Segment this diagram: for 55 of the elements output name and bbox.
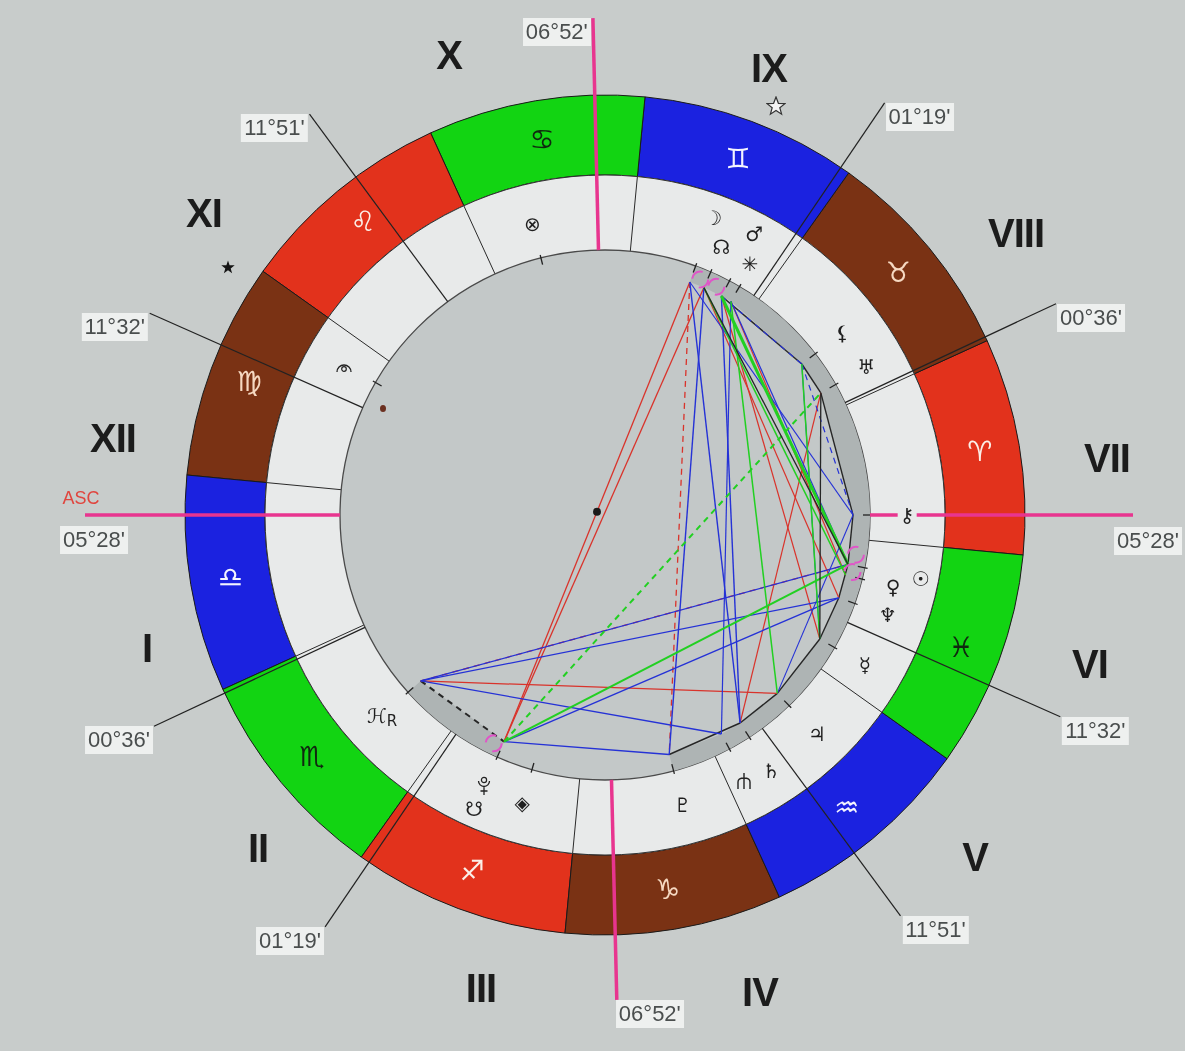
planet-glyph: ♆	[878, 605, 897, 626]
house-numeral: XI	[186, 193, 222, 233]
zodiac-sign-glyph: ♏	[299, 742, 325, 771]
house-numeral: III	[465, 968, 497, 1008]
axis-label: ASC	[62, 489, 100, 507]
house-numeral: V	[962, 837, 988, 877]
house-numeral: VIII	[988, 213, 1044, 253]
degree-label: 11°51'	[902, 915, 969, 944]
degree-label: 00°36'	[85, 726, 153, 755]
planet-glyph: ☋	[465, 799, 483, 820]
degree-label: 01°19'	[885, 102, 954, 131]
planet-glyph: ⊗	[524, 213, 541, 234]
planet-glyph: ☉	[911, 569, 930, 590]
planet-glyph: ♃	[807, 724, 826, 745]
planet-glyph: ☿	[858, 655, 871, 675]
zodiac-sign-glyph: ♑	[655, 875, 681, 904]
planet-glyph: ⚷	[897, 505, 917, 525]
house-numeral: VII	[1084, 438, 1130, 478]
degree-label: 06°52'	[522, 18, 591, 47]
zodiac-sign-glyph: ♓	[948, 633, 974, 662]
planet-glyph: ℋ$_{R}$	[366, 705, 398, 726]
degree-label: 11°32'	[1062, 716, 1129, 745]
planet-glyph: ✳	[741, 253, 759, 274]
degree-label: 05°28'	[1114, 527, 1182, 555]
zodiac-sign-glyph: ♉	[885, 259, 911, 288]
house-numeral: II	[247, 828, 269, 868]
planet-glyph: ♇	[673, 794, 692, 815]
zodiac-sign-glyph: ♎	[217, 563, 243, 592]
zodiac-sign-glyph: ♒	[834, 794, 860, 823]
planet-glyph: ☊	[712, 237, 731, 258]
house-numeral: VI	[1072, 644, 1108, 684]
zodiac-sign-glyph: ♋	[529, 126, 555, 155]
planet-glyph: ♀	[885, 576, 901, 597]
planet-glyph: ♂	[745, 224, 764, 245]
planet-glyph: ⚸	[834, 322, 850, 343]
degree-label: 05°28'	[60, 526, 128, 554]
planet-glyph: ☽	[704, 208, 723, 229]
house-numeral: X	[436, 35, 462, 75]
planet-glyph: ♄	[762, 760, 781, 781]
degree-label: 11°51'	[241, 114, 308, 143]
house-numeral: XII	[90, 418, 136, 458]
zodiac-sign-glyph: ♌	[350, 207, 376, 236]
degree-label: 00°36'	[1057, 303, 1125, 332]
degree-label: 06°52'	[615, 999, 684, 1028]
degree-label: 01°19'	[256, 926, 325, 955]
house-numeral: I	[141, 628, 153, 668]
zodiac-sign-glyph: ♐	[459, 857, 485, 885]
zodiac-sign-glyph: ♊	[725, 145, 751, 173]
house-numeral: IV	[742, 972, 778, 1012]
house-numeral: IX	[751, 48, 787, 88]
planet-glyph: ◈	[514, 793, 530, 814]
zodiac-sign-glyph: ♈	[967, 438, 993, 467]
zodiac-sign-glyph: ♍	[236, 368, 262, 397]
degree-label: 11°32'	[81, 313, 148, 342]
planet-glyph: ♅	[857, 357, 876, 378]
